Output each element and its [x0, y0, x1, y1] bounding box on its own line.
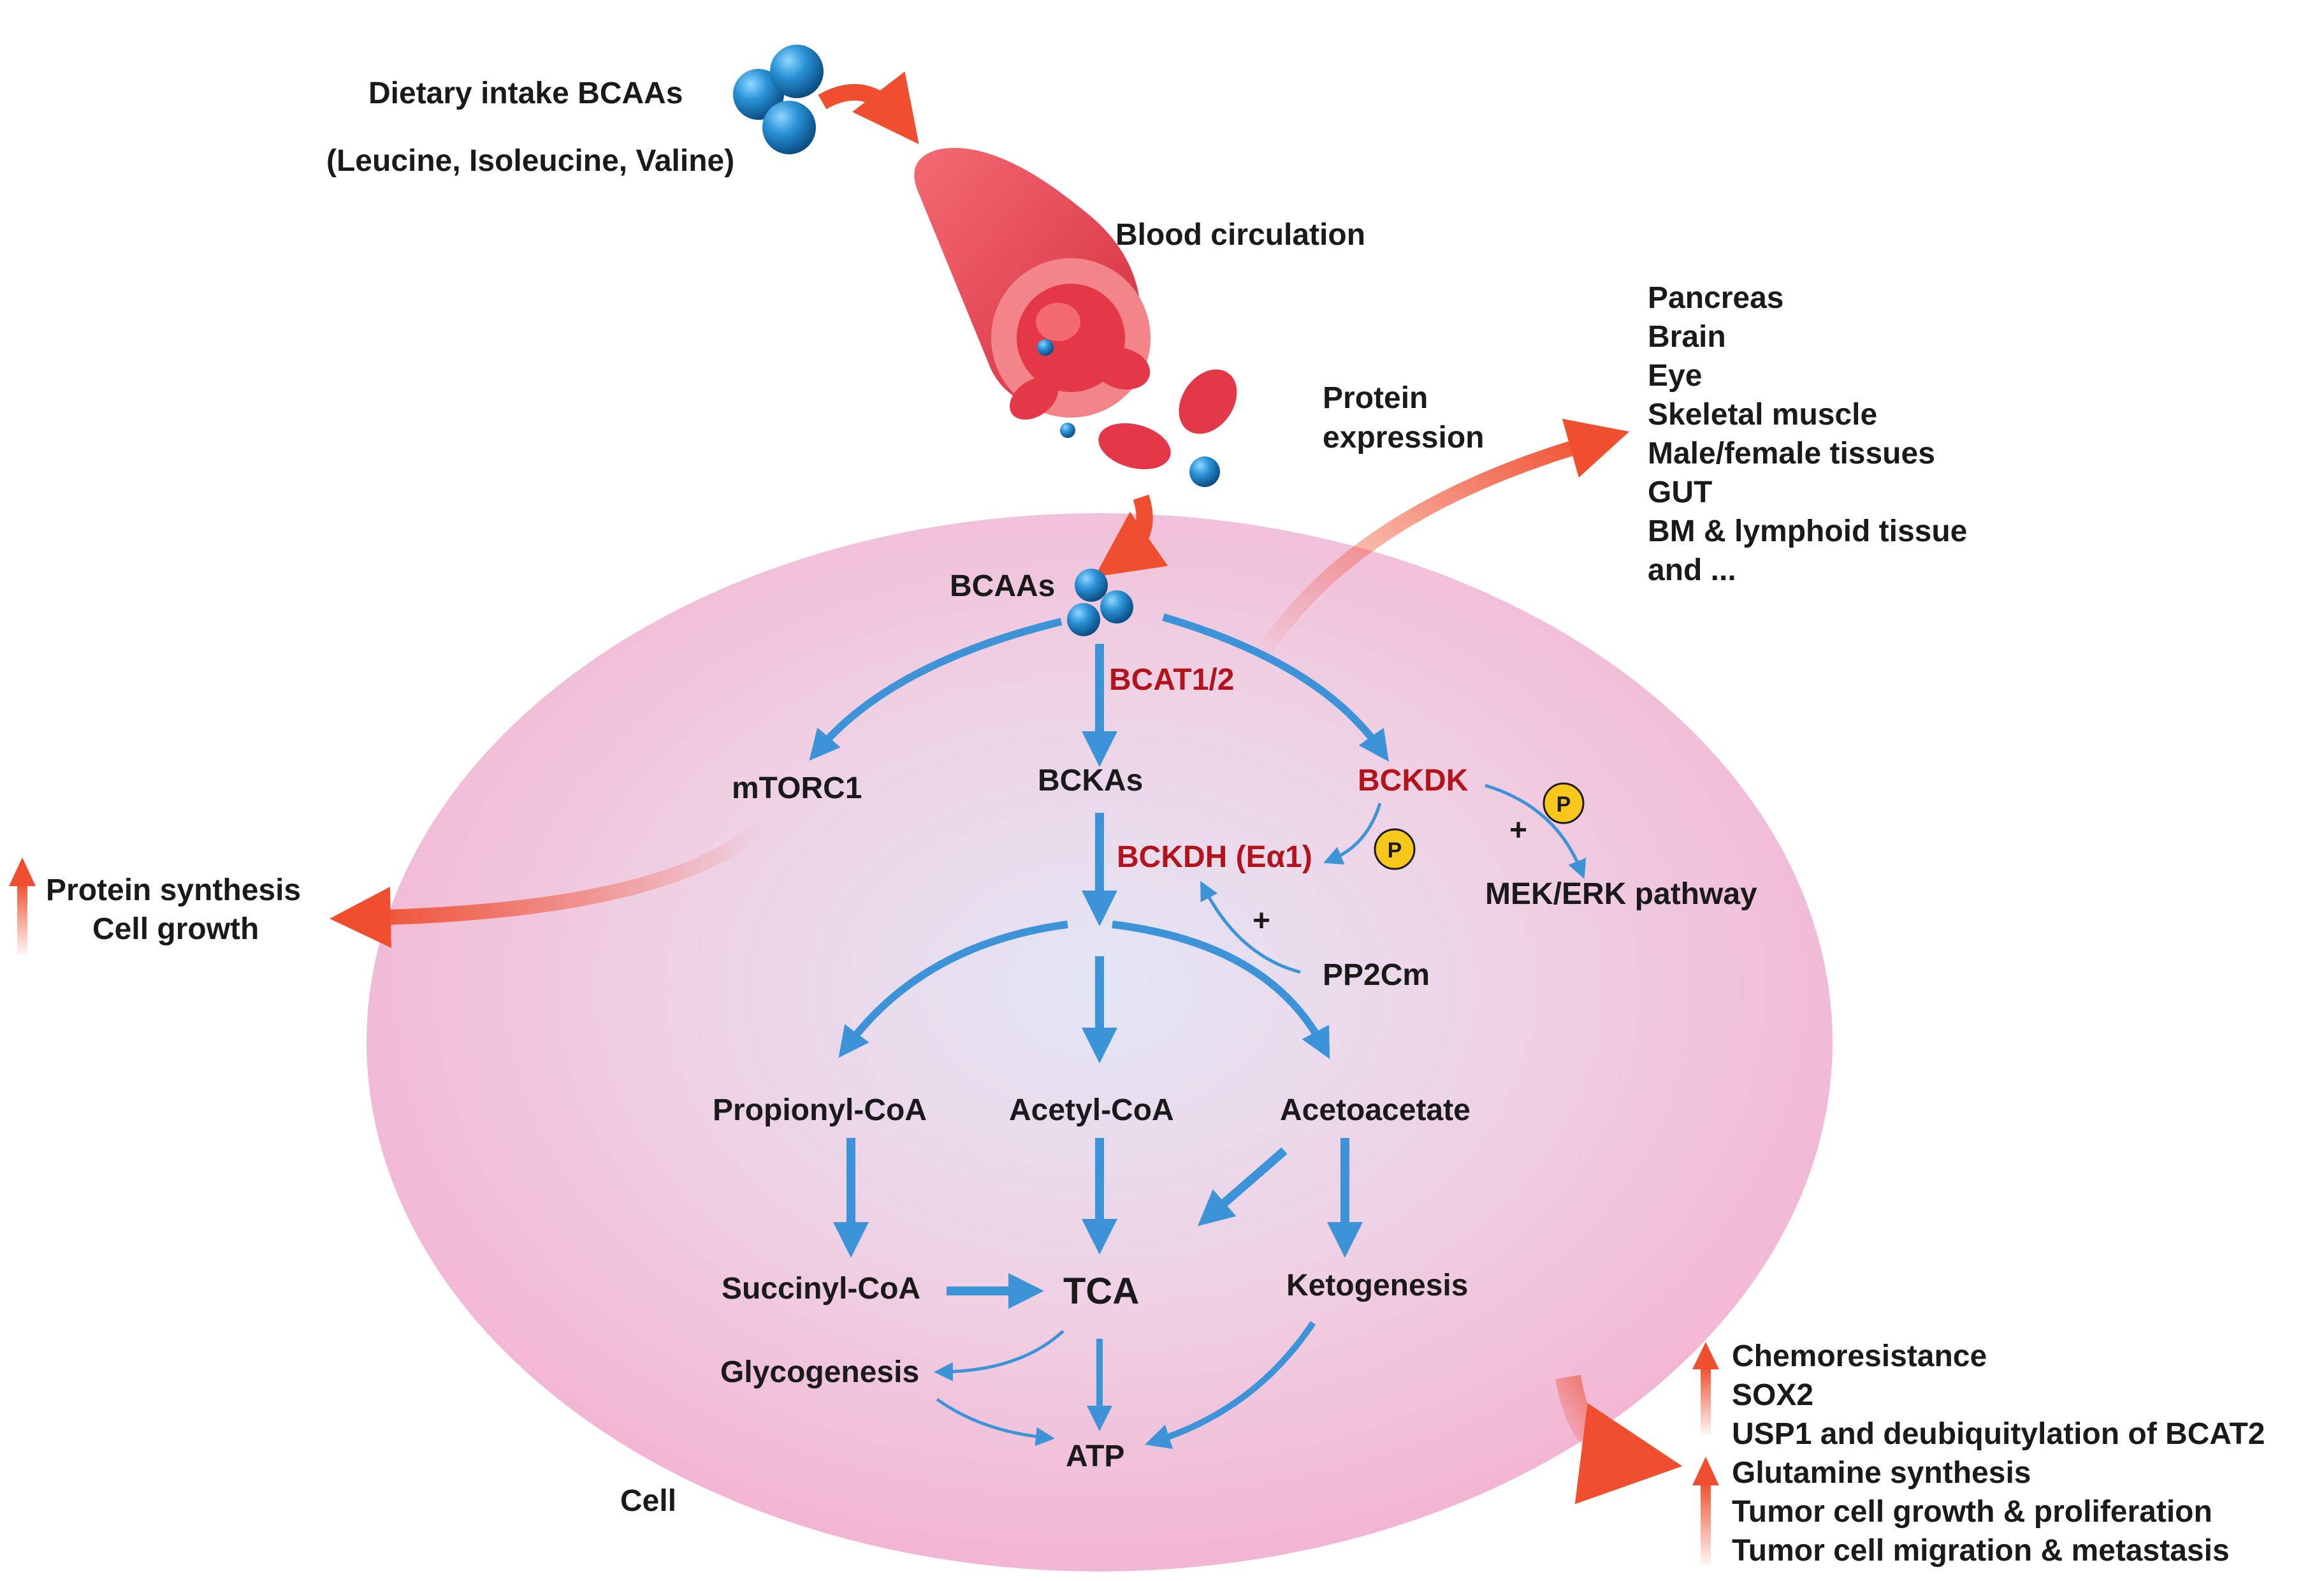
phospho-badge: P: [1374, 828, 1416, 870]
tca-label: TCA: [1063, 1271, 1139, 1312]
intake-subtitle: (Leucine, Isoleucine, Valine): [326, 144, 734, 178]
pp2cm-label: PP2Cm: [1323, 958, 1430, 992]
tissue-item: and ...: [1648, 553, 1736, 587]
red-blood-cells: [1010, 347, 1237, 470]
arrow-acetoacetate-to-tca: [1197, 1147, 1288, 1227]
arrow-pp2cm-to-bckdh: [1200, 880, 1301, 974]
arrow-bckdk-to-bckdh: [1323, 803, 1382, 865]
outcome-right-item: Tumor cell migration & metastasis: [1732, 1534, 2230, 1568]
arrow-tca-to-glycogenesis: [934, 1330, 1064, 1381]
bckdk-label: BCKDK: [1358, 764, 1469, 798]
tissue-item: Pancreas: [1648, 281, 1784, 315]
blood-circulation-label: Blood circulation: [1115, 218, 1365, 252]
succinyl-coa-label: Succinyl-CoA: [722, 1272, 920, 1306]
blood-to-cell-arrow: [1094, 494, 1168, 577]
arrow-bcaas-to-bckdk: [1162, 613, 1389, 762]
tissue-item: Male/female tissues: [1648, 437, 1935, 470]
acetoacetate-label: Acetoacetate: [1280, 1093, 1471, 1127]
mek-erk-label: MEK/ERK pathway: [1485, 877, 1757, 911]
bcaa-molecule-cluster-cell: [1067, 569, 1133, 636]
upregulation-arrow: [1692, 1457, 1719, 1565]
phospho-badge-label: P: [1557, 792, 1571, 817]
intake-arrow: [818, 71, 919, 145]
outcome-right-item: Tumor cell growth & proliferation: [1732, 1495, 2212, 1529]
cell-label: Cell: [620, 1484, 676, 1518]
phospho-badge: P: [1543, 782, 1585, 824]
outcome-right-item: USP1 and deubiquitylation of BCAT2: [1732, 1417, 2265, 1451]
plus-sign: +: [1253, 904, 1270, 938]
glycogenesis-label: Glycogenesis: [720, 1355, 919, 1389]
propionyl-coa-label: Propionyl-CoA: [713, 1093, 927, 1127]
tissue-item: Eye: [1648, 359, 1702, 393]
outcome-right-item: Chemoresistance: [1732, 1339, 1987, 1373]
outcome-left-item: Protein synthesis: [46, 873, 301, 907]
arrow-to-acetoacetate: [1112, 921, 1330, 1060]
intake-title: Dietary intake BCAAs: [368, 76, 683, 110]
bcat-enzyme-label: BCAT1/2: [1109, 663, 1234, 697]
mtorc1-effect-arrow: [330, 820, 767, 948]
protein-expression-line2: expression: [1323, 421, 1484, 455]
outcome-left-item: Cell growth: [92, 912, 259, 946]
atp-label: ATP: [1066, 1439, 1124, 1473]
tissue-item: GUT: [1648, 476, 1712, 509]
protein-expression-arrow: [1252, 418, 1630, 664]
upregulation-arrow: [9, 857, 36, 954]
bcaas-label: BCAAs: [950, 569, 1055, 603]
arrow-glycogenesis-to-atp: [936, 1397, 1055, 1446]
arrow-bckdk-to-mek-erk: [1485, 783, 1587, 879]
protein-expression-line1: Protein: [1323, 381, 1428, 415]
outcome-right-item: Glutamine synthesis: [1732, 1456, 2031, 1490]
bckdh-label: BCKDH (Eα1): [1117, 840, 1312, 874]
arrow-to-propionyl-coa: [838, 921, 1068, 1058]
arrow-ketogenesis-to-atp: [1144, 1321, 1316, 1449]
tissue-item: Skeletal muscle: [1648, 398, 1877, 432]
plus-sign: +: [1509, 813, 1527, 847]
outcome-right-item: SOX2: [1732, 1378, 1813, 1412]
acetyl-coa-label: Acetyl-CoA: [1009, 1093, 1174, 1127]
cell-to-outcomes-arrow: [1555, 1374, 1683, 1504]
bcaa-molecules-blood: [1037, 339, 1220, 487]
tissue-list: Pancreas Brain Eye Skeletal muscle Male/…: [1648, 281, 1967, 587]
phospho-badge-label: P: [1388, 838, 1402, 863]
bckas-label: BCKAs: [1038, 764, 1143, 798]
tissue-item: BM & lymphoid tissue: [1648, 514, 1967, 548]
outcome-right-list: Chemoresistance SOX2 USP1 and deubiquity…: [1732, 1339, 2265, 1568]
arrow-bcaas-to-mtorc1: [809, 618, 1063, 761]
mtorc1-label: mTORC1: [732, 771, 862, 805]
ketogenesis-label: Ketogenesis: [1286, 1269, 1468, 1302]
tissue-item: Brain: [1648, 320, 1726, 354]
bcaa-molecule-cluster-intake: [733, 45, 824, 154]
upregulation-arrow: [1692, 1342, 1719, 1434]
